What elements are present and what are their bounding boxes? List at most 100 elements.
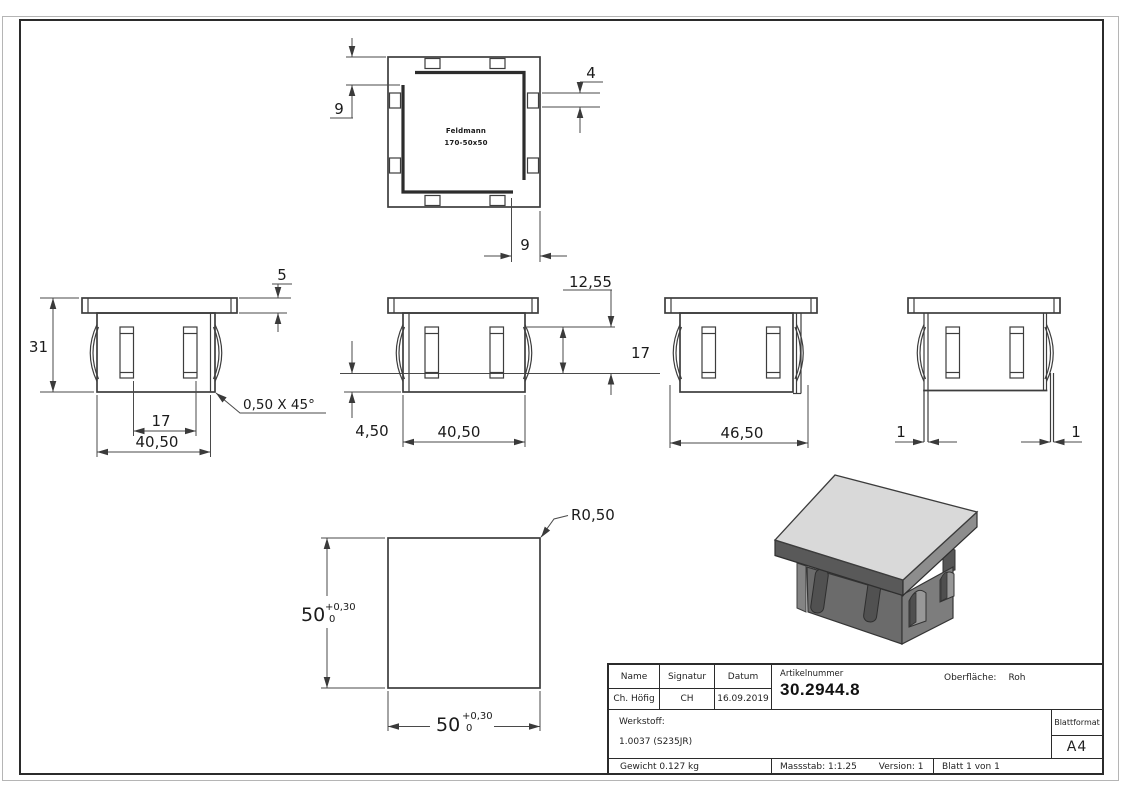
spring-clip-arc <box>89 324 98 382</box>
dim-value: 4 <box>586 64 596 82</box>
dim-width-4050: 40,50 <box>402 395 526 447</box>
dim-height-31: 31 <box>29 297 94 393</box>
iso-back-wall <box>796 562 807 613</box>
date-label: Datum <box>715 665 771 689</box>
name-label: Name <box>609 665 659 689</box>
dim-value: 17 <box>631 344 650 362</box>
spring-slot <box>182 326 198 379</box>
iso-plate-top-face <box>773 474 979 581</box>
side-view-3-outline <box>664 297 818 395</box>
material-cell: Werkstoff: 1.0037 (S235JR) <box>609 710 1052 758</box>
top-view-outline <box>387 56 541 208</box>
dim-top-right-4: 4 <box>542 64 603 133</box>
cap-top-face <box>387 537 541 689</box>
drawing-border-frame <box>19 19 1104 775</box>
article-number-label: Artikelnummer <box>780 669 844 679</box>
weight-value: Gewicht 0.127 kg <box>620 762 699 772</box>
side-view-4-outline <box>907 297 1061 442</box>
title-block-row-top: Name Ch. Höfig Signatur CH Datum 16.09.2… <box>609 665 1102 710</box>
name-column: Name Ch. Höfig <box>609 665 660 709</box>
clip-slot-left-upper <box>388 92 402 109</box>
clip-slot-bottom-left <box>424 194 441 207</box>
clip-slot-top-right <box>489 57 506 70</box>
cap-body <box>402 312 526 393</box>
chamfer-value: 0,50 X 45° <box>243 397 315 413</box>
date-value: 16.09.2019 <box>717 694 769 704</box>
side-view-4: 1 1 <box>895 297 1082 446</box>
dim-value: 50 <box>436 714 460 736</box>
version-value: Version: 1 <box>878 762 924 772</box>
dim-value: 1 <box>896 423 906 441</box>
tolerance-upper: +0,30 <box>462 711 493 722</box>
dim-wall-left-1: 1 <box>895 423 957 446</box>
spring-slot <box>424 326 440 379</box>
spring-slot <box>945 326 961 379</box>
article-cell: Artikelnummer 30.2944.8 Oberfläche: Roh <box>772 665 1102 709</box>
spring-clip-arc <box>214 324 223 382</box>
signature-column: Signatur CH <box>660 665 715 709</box>
name-value: Ch. Höfig <box>613 694 655 704</box>
tolerance-lower: 0 <box>466 723 472 734</box>
spring-clip-arc <box>395 324 404 382</box>
side-view-2: 4,50 40,50 12,55 <box>340 273 660 447</box>
format-value: A4 <box>1066 739 1088 755</box>
dim-value: 31 <box>29 338 48 356</box>
date-column: Datum 16.09.2019 <box>715 665 772 709</box>
title-block-row-material: Werkstoff: 1.0037 (S235JR) Blattformat A… <box>609 710 1102 759</box>
dim-top-left-9: 9 <box>330 38 400 119</box>
side-view-2-outline <box>340 297 660 393</box>
clip-slot-top-left <box>424 57 441 70</box>
dim-value: 46,50 <box>721 424 764 442</box>
spring-slot <box>119 326 135 379</box>
spring-clip-arc <box>795 324 804 382</box>
radius-value: R0,50 <box>571 506 615 524</box>
article-number-value: 30.2944.8 <box>780 680 861 699</box>
dim-width-50: 50 +0,30 0 <box>387 691 541 736</box>
format-cell: Blattformat A4 <box>1052 710 1102 758</box>
dim-value: 17 <box>151 412 170 430</box>
title-block: Name Ch. Höfig Signatur CH Datum 16.09.2… <box>607 663 1104 775</box>
dim-value: 1 <box>1071 423 1081 441</box>
cap-flange <box>81 297 238 314</box>
title-block-row-bottom: Gewicht 0.127 kg Massstab: 1:1.25 Versio… <box>609 759 1102 775</box>
page-edge <box>2 16 1119 781</box>
inner-wall-edge-1 <box>415 70 526 180</box>
radius-callout: R0,50 <box>538 506 615 540</box>
iso-clip-edge <box>940 571 948 602</box>
dim-value: 12,55 <box>569 273 612 291</box>
clip-slot-right-upper <box>526 92 540 109</box>
surface-label: Oberfläche: <box>944 673 997 683</box>
signature-value: CH <box>680 694 694 704</box>
dim-flange-5: 5 <box>239 266 292 332</box>
spring-clip-arc <box>1045 324 1054 382</box>
surface-finish: Oberfläche: Roh <box>944 673 1026 683</box>
surface-value: Roh <box>1008 673 1026 683</box>
scale-cell: Massstab: 1:1.25 Version: 1 <box>771 759 934 775</box>
signature-label: Signatur <box>660 665 714 689</box>
cap-flange <box>387 297 539 314</box>
dim-value: 40,50 <box>136 433 179 451</box>
material-value: 1.0037 (S235JR) <box>619 737 693 747</box>
model-label: 170-50x50 <box>444 139 487 147</box>
clip-slot-bottom-right <box>489 194 506 207</box>
tolerance-upper: +0,30 <box>325 602 356 613</box>
dim-wall-right-1: 1 <box>1021 423 1082 446</box>
inner-wall-edge-2 <box>401 85 513 194</box>
front-view-outline <box>81 297 238 393</box>
spring-slot <box>701 326 717 379</box>
cap-body <box>96 312 216 393</box>
dim-top-bottom-9: 9 <box>484 198 567 262</box>
sheet-count-value: Blatt 1 von 1 <box>942 762 1000 772</box>
clip-slot-right-lower <box>526 157 540 174</box>
bottom-view: R0,50 50 +0,30 0 50 +0,3 <box>301 506 615 736</box>
spring-clip-arc <box>672 324 681 382</box>
spring-slot <box>1009 326 1025 379</box>
cap-flange <box>664 297 818 314</box>
dim-value: 5 <box>277 266 287 284</box>
material-label: Werkstoff: <box>619 717 665 727</box>
dim-width-4650: 46,50 <box>669 385 809 448</box>
cap-body <box>679 312 794 393</box>
format-label: Blattformat <box>1052 710 1102 736</box>
